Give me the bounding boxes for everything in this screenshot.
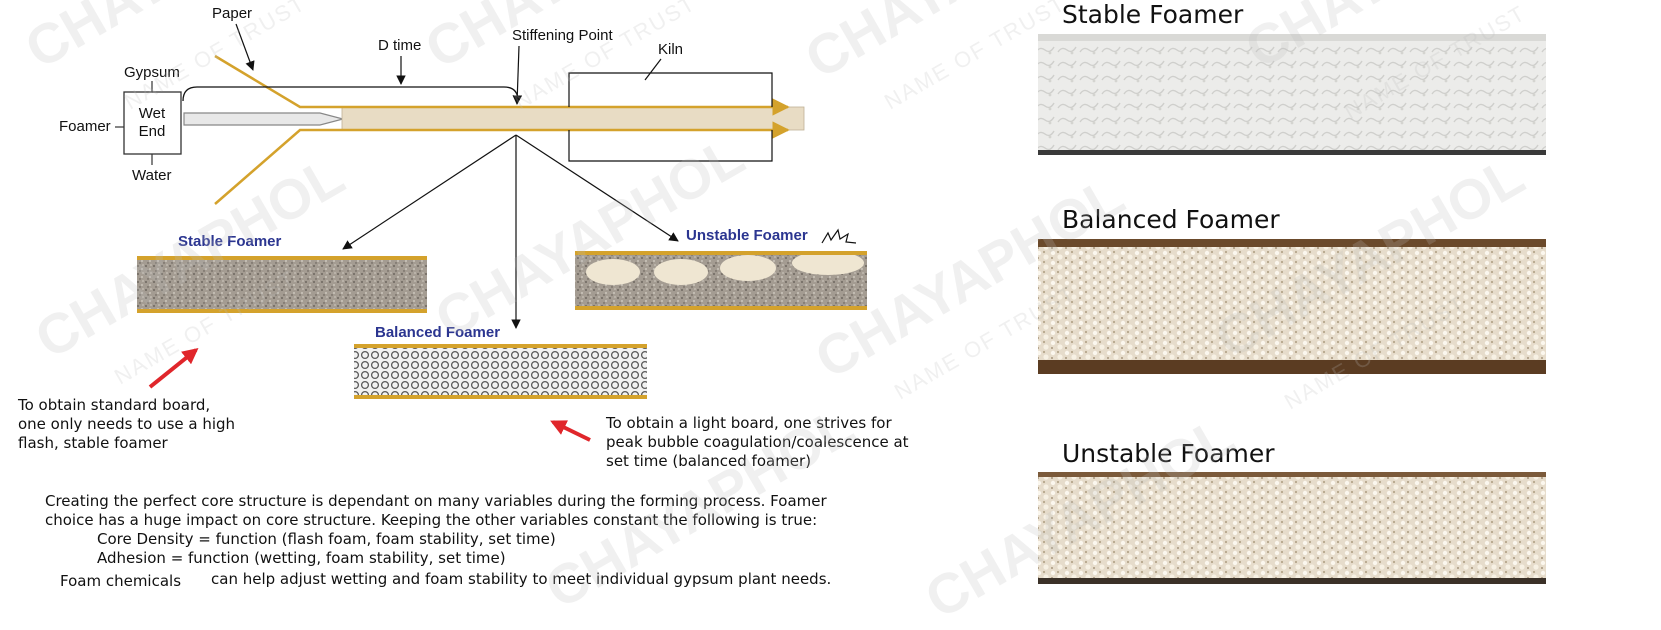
coalesced-bubble [720,255,776,281]
stable-board-paper-top [137,256,427,260]
body-line: Foam chemicals [60,572,181,590]
photo-unstable-paper-top [1038,472,1546,477]
coalesced-bubble [654,259,708,285]
unstable-board: Unstable Foamer [575,227,867,310]
balanced-board: Balanced Foamer [354,324,647,399]
d-time-bracket [182,86,519,102]
stable-board-core [137,258,427,310]
slurry-feed-arrow [183,112,346,126]
note-standard-line: flash, stable foamer [18,434,169,452]
paper-pointer [235,23,255,71]
d-time-label: D time [378,37,421,54]
paper-top [214,54,790,116]
note-standard-board: To obtain standard board, one only needs… [17,396,235,452]
unstable-board-paper-bottom [575,306,867,310]
balanced-board-core [354,346,647,396]
balanced-board-paper-top [354,344,647,348]
photo-stable-top-edge [1038,34,1546,41]
arrow-to-unstable [515,134,679,242]
note-standard-line: To obtain standard board, [17,396,210,414]
body-line: Creating the perfect core structure is d… [45,492,827,510]
photo-balanced-paper-top [1038,239,1546,247]
red-arrow-standard [148,347,199,389]
body-line: Core Density = function (flash foam, foa… [97,530,556,548]
photo-stable-sample [1038,34,1546,154]
photo-unstable-paper-bottom [1038,578,1546,584]
photo-unstable-foamer: Unstable Foamer [1038,439,1546,584]
note-light-board: To obtain a light board, one strives for… [605,414,909,470]
note-standard-line: one only needs to use a high [18,415,235,433]
photo-unstable-sample [1038,477,1546,579]
note-light-line: set time (balanced foamer) [606,452,811,470]
coalesced-bubble [586,259,640,285]
body-line: Adhesion = function (wetting, foam stabi… [97,549,506,567]
note-light-line: peak bubble coagulation/coalescence at [606,433,909,451]
stiffening-point-label: Stiffening Point [512,27,613,44]
kiln-pointer [644,58,662,81]
balanced-board-title: Balanced Foamer [375,324,500,341]
unstable-board-title: Unstable Foamer [686,227,808,244]
photo-balanced-title: Balanced Foamer [1062,205,1280,234]
photo-balanced-foamer: Balanced Foamer [1038,205,1546,374]
stable-board-title: Stable Foamer [178,233,282,250]
body-line: choice has a huge impact on core structu… [45,511,817,529]
arrow-to-stable [342,134,517,250]
photo-stable-shadow [1038,150,1546,155]
kiln-box-bottom [568,130,773,162]
kiln-box [568,72,773,107]
photo-stable-foamer: Stable Foamer [1038,0,1546,155]
kiln-label: Kiln [658,41,683,58]
stable-board-paper-bottom [137,309,427,313]
coalesced-bubble [792,251,864,275]
end-label: End [139,123,166,140]
stable-board: Stable Foamer [137,233,427,313]
body-line: can help adjust wetting and foam stabili… [211,570,831,588]
wet-end-box [123,91,182,155]
paper-label: Paper [212,5,252,22]
red-arrow-light [550,420,591,442]
water-label: Water [132,167,171,184]
photo-stable-title: Stable Foamer [1062,0,1244,29]
stiffening-pointer [512,45,523,105]
gypsum-label: Gypsum [124,64,180,81]
paper-bottom [214,121,790,205]
foamer-label: Foamer [59,118,111,135]
photo-balanced-sample [1038,247,1546,362]
body-paragraph: Creating the perfect core structure is d… [45,492,831,590]
note-light-line: To obtain a light board, one strives for [605,414,892,432]
burst-icon [821,228,857,244]
board-core [341,106,805,131]
balanced-board-paper-bottom [354,395,647,399]
wet-label: Wet [139,105,166,122]
forming-line: Wet End Gypsum Foamer Water Paper D time… [59,5,805,329]
photo-unstable-title: Unstable Foamer [1062,439,1275,468]
unstable-board-paper-top [575,251,867,255]
photo-balanced-paper-bottom [1038,360,1546,374]
